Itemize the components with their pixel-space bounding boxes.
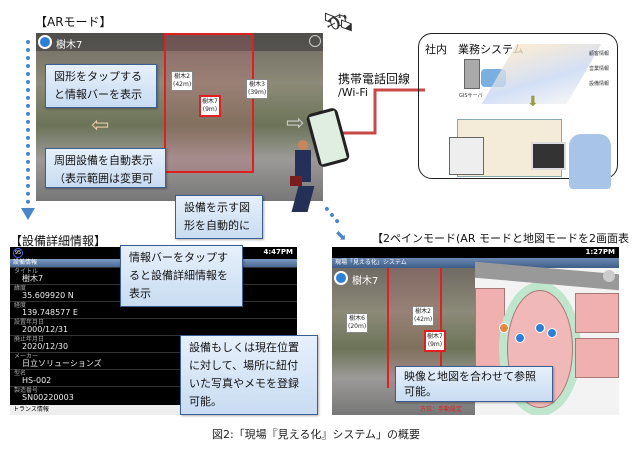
flow-dotted-line — [26, 40, 30, 212]
callout-tap-shape: 図形をタップすると情報バーを表示 — [45, 64, 157, 108]
field-label: 製造番号 — [10, 386, 297, 394]
field-value: 日立ソリューションズ — [22, 359, 102, 368]
info-icon[interactable] — [334, 271, 348, 285]
pin-selected: 樹木7(9m) — [424, 330, 446, 352]
field-value: 2000/12/31 — [22, 325, 69, 334]
field-value: 樹木7 — [22, 274, 44, 283]
pin: 樹木2(42m) — [171, 71, 194, 91]
right-arrow-icon[interactable]: ⇨ — [286, 111, 305, 136]
callout-register: 設備もしくは現在位置に対して、場所に紐付いた写真やメモを登録可能。 — [180, 335, 318, 415]
company-title: 社内 業務システム — [425, 43, 524, 56]
detail-heading: 【設備詳細情報】 — [10, 234, 107, 248]
current-location-icon — [499, 323, 509, 333]
play-icon[interactable] — [309, 35, 321, 47]
company-system-box: 社内 業務システム GISサーバ 顧客情報営業情報設備情報 ⬇ — [418, 33, 618, 189]
callout-map-ref: 映像と地図を合わせて参照可能。 — [395, 366, 553, 402]
field-value: 35.609920 N — [22, 291, 74, 300]
pin: 樹木3(39m) — [246, 79, 269, 99]
down-right-arrow-icon: ⬊ — [335, 228, 347, 244]
item-title: 樹木7 — [352, 276, 379, 287]
field-label: 廃止年月日 — [10, 335, 297, 343]
down-arrow-icon: ⬇ — [527, 94, 539, 110]
heading-status: 方位：手動設定 — [420, 406, 463, 413]
info-icon[interactable] — [38, 35, 52, 49]
satellite-icon: 🛰 — [322, 8, 356, 38]
status-time: 1:27PM — [585, 248, 615, 256]
pin-selected: 樹木7(9m) — [199, 95, 221, 117]
businessman-icon — [290, 140, 316, 220]
left-arrow-icon[interactable]: ⇦ — [91, 113, 110, 138]
ar-mode-heading: 【ARモード】 — [35, 15, 112, 29]
callout-auto-display: 周囲設備を自動表示（表示範囲は変更可 — [45, 148, 166, 188]
pin: 樹木6(20m) — [346, 313, 369, 333]
play-icon[interactable] — [603, 270, 615, 282]
down-arrow-icon — [21, 208, 35, 220]
callout-auto-shape: 設備を示す図形を自動的に — [175, 195, 263, 239]
map-marker-icon[interactable] — [535, 323, 545, 333]
map-marker-icon[interactable] — [547, 328, 557, 338]
field-label: メーカー — [10, 352, 297, 360]
field-value: SN00220003 — [22, 393, 74, 402]
monitor-icon — [531, 142, 566, 170]
server-icon — [464, 59, 480, 89]
field-label: 型名 — [10, 369, 297, 377]
field-value: 139.748577 E — [22, 308, 78, 317]
figure-caption: 図2:「現場『見える化』システム」の概要 — [211, 428, 421, 441]
office-worker-icon — [569, 134, 611, 189]
status-time: 4:47PM — [263, 248, 293, 256]
two-pane-heading: 【2ペインモード(AR モードと地図モードを2画面表 — [372, 232, 629, 245]
wifi-label: /Wi-Fi — [338, 86, 368, 99]
callout-tap-infobar: 情報バーをタップすると設備詳細情報を表示 — [120, 245, 243, 307]
mobile-line-label: 携帯電話回線 — [338, 72, 411, 86]
layer-labels: 顧客情報営業情報設備情報 — [589, 51, 610, 87]
item-title: 樹木7 — [56, 40, 83, 51]
field-value: HS-002 — [22, 376, 52, 385]
form-window — [449, 137, 484, 175]
network-link-line — [340, 88, 425, 135]
field-label: 設置年月日 — [10, 318, 297, 326]
notification-badge: 95 — [13, 248, 23, 258]
pin: 樹木2(42m) — [412, 306, 435, 326]
server-label: GISサーバ — [459, 93, 483, 99]
field-value: 2020/12/30 — [22, 342, 69, 351]
flow-dotted-line-right — [324, 206, 340, 224]
map-marker-icon[interactable] — [515, 333, 525, 343]
footer-tab[interactable]: トランス情報 — [10, 405, 297, 415]
